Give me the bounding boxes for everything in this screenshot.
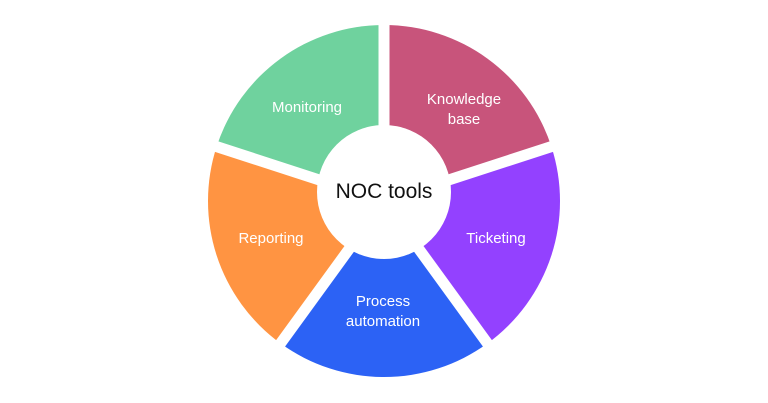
center-label: NOC tools xyxy=(335,180,433,203)
segment-label-ticketing: Ticketing xyxy=(466,230,526,247)
segment-label-monitoring: Monitoring xyxy=(271,99,343,116)
center-circle xyxy=(317,125,451,259)
segment-process-automation xyxy=(280,201,488,377)
segment-label-reporting: Reporting xyxy=(238,230,304,247)
